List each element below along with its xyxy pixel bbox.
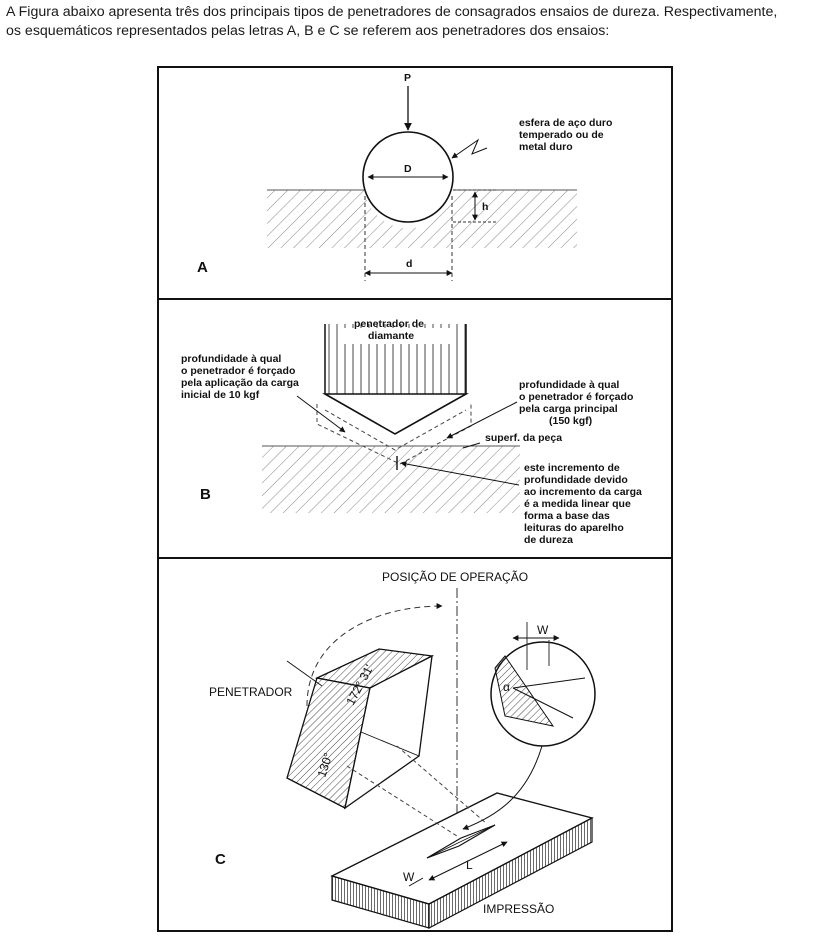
diamond-tip xyxy=(321,393,470,435)
main-depth-note-4: (150 kgf) xyxy=(549,415,592,427)
panel-b-workpiece xyxy=(262,446,520,513)
increment-note-3: ao incremento da carga xyxy=(524,486,642,498)
detail-to-impression-arrow xyxy=(462,745,543,830)
main-depth-note-2: o penetrador é forçado xyxy=(519,391,633,403)
main-depth-note-1: profundidade à qual xyxy=(519,379,619,391)
material-leader xyxy=(451,138,488,159)
detail-line-2 xyxy=(512,687,574,719)
workpiece-side xyxy=(428,817,593,929)
increment-note-4: é a medida linear que xyxy=(524,498,631,510)
initial-depth-note-2: o penetrador é forçado xyxy=(181,365,295,377)
indenter-tip-edge xyxy=(360,731,420,757)
width-tick xyxy=(408,877,424,887)
surface-leader xyxy=(462,442,481,449)
indenter-leader xyxy=(286,660,323,687)
surface-label: superf. da peça xyxy=(485,432,562,444)
detail-hatched-section xyxy=(494,655,555,727)
panel-b-letter: B xyxy=(200,486,211,503)
panel-a: D P d h esfera de aço duro temperado ou … xyxy=(197,72,612,281)
load-label: P xyxy=(404,72,411,84)
increment-note-2: profundidade devido xyxy=(524,474,628,486)
initial-depth-note-1: profundidade à qual xyxy=(181,353,281,365)
detail-magnifier xyxy=(490,641,596,747)
indenter-label: PENETRADOR xyxy=(209,685,293,699)
length-arrow xyxy=(428,841,508,881)
operating-position-label: POSIÇÃO DE OPERAÇÃO xyxy=(382,570,528,584)
impression-label: d xyxy=(406,258,412,270)
rotation-arrow xyxy=(306,603,443,707)
increment-note-5: forma a base das xyxy=(524,510,610,522)
question-text: A Figura abaixo apresenta três dos princ… xyxy=(6,3,834,41)
increment-note-1: este incremento de xyxy=(524,462,620,474)
length-label: L xyxy=(466,858,473,872)
diameter-label: D xyxy=(404,163,412,175)
question-line-2: os esquemáticos representados pelas letr… xyxy=(6,23,610,39)
indenter-title-1: penetrador de xyxy=(354,318,424,330)
material-note-2: temperado ou de xyxy=(519,129,604,141)
main-depth-note-3: pela carga principal xyxy=(519,403,618,415)
panel-a-letter: A xyxy=(197,259,208,276)
initial-depth-note-4: inicial de 10 kgf xyxy=(181,389,260,401)
hardness-indenters-figure: D P d h esfera de aço duro temperado ou … xyxy=(157,66,673,932)
figure-drawing: D P d h esfera de aço duro temperado ou … xyxy=(157,66,673,932)
depth-label: h xyxy=(482,201,488,213)
width-label-top: W xyxy=(537,623,549,637)
initial-depth-note-3: pela aplicação da carga xyxy=(181,377,299,389)
projection-line-1 xyxy=(346,765,458,837)
panel-c-letter: C xyxy=(215,851,226,868)
panel-b: penetrador de diamante profundidade à qu… xyxy=(181,318,642,546)
indenter-title-2: diamante xyxy=(368,330,414,342)
width-label-bottom: W xyxy=(403,870,415,884)
increment-note-6: leituras do aparelho xyxy=(524,522,624,534)
increment-leader xyxy=(400,461,520,486)
main-depth-leader xyxy=(446,401,518,439)
detail-line-1 xyxy=(512,677,586,689)
impression-label: IMPRESSÃO xyxy=(483,902,554,916)
panel-c: POSIÇÃO DE OPERAÇÃO L W IMPRESSÃO PENETR… xyxy=(209,570,596,929)
projection-line-2 xyxy=(396,745,488,825)
material-note-3: metal duro xyxy=(519,141,573,153)
initial-depth-leader xyxy=(296,395,346,433)
panel-a-workpiece xyxy=(267,190,577,248)
indenter-title-bg xyxy=(340,328,451,344)
question-line-1: A Figura abaixo apresenta três dos princ… xyxy=(6,4,778,20)
increment-note-7: de dureza xyxy=(524,534,573,546)
material-note-1: esfera de aço duro xyxy=(519,117,612,129)
alpha-label: α xyxy=(503,680,510,694)
figure-frame xyxy=(157,66,673,932)
